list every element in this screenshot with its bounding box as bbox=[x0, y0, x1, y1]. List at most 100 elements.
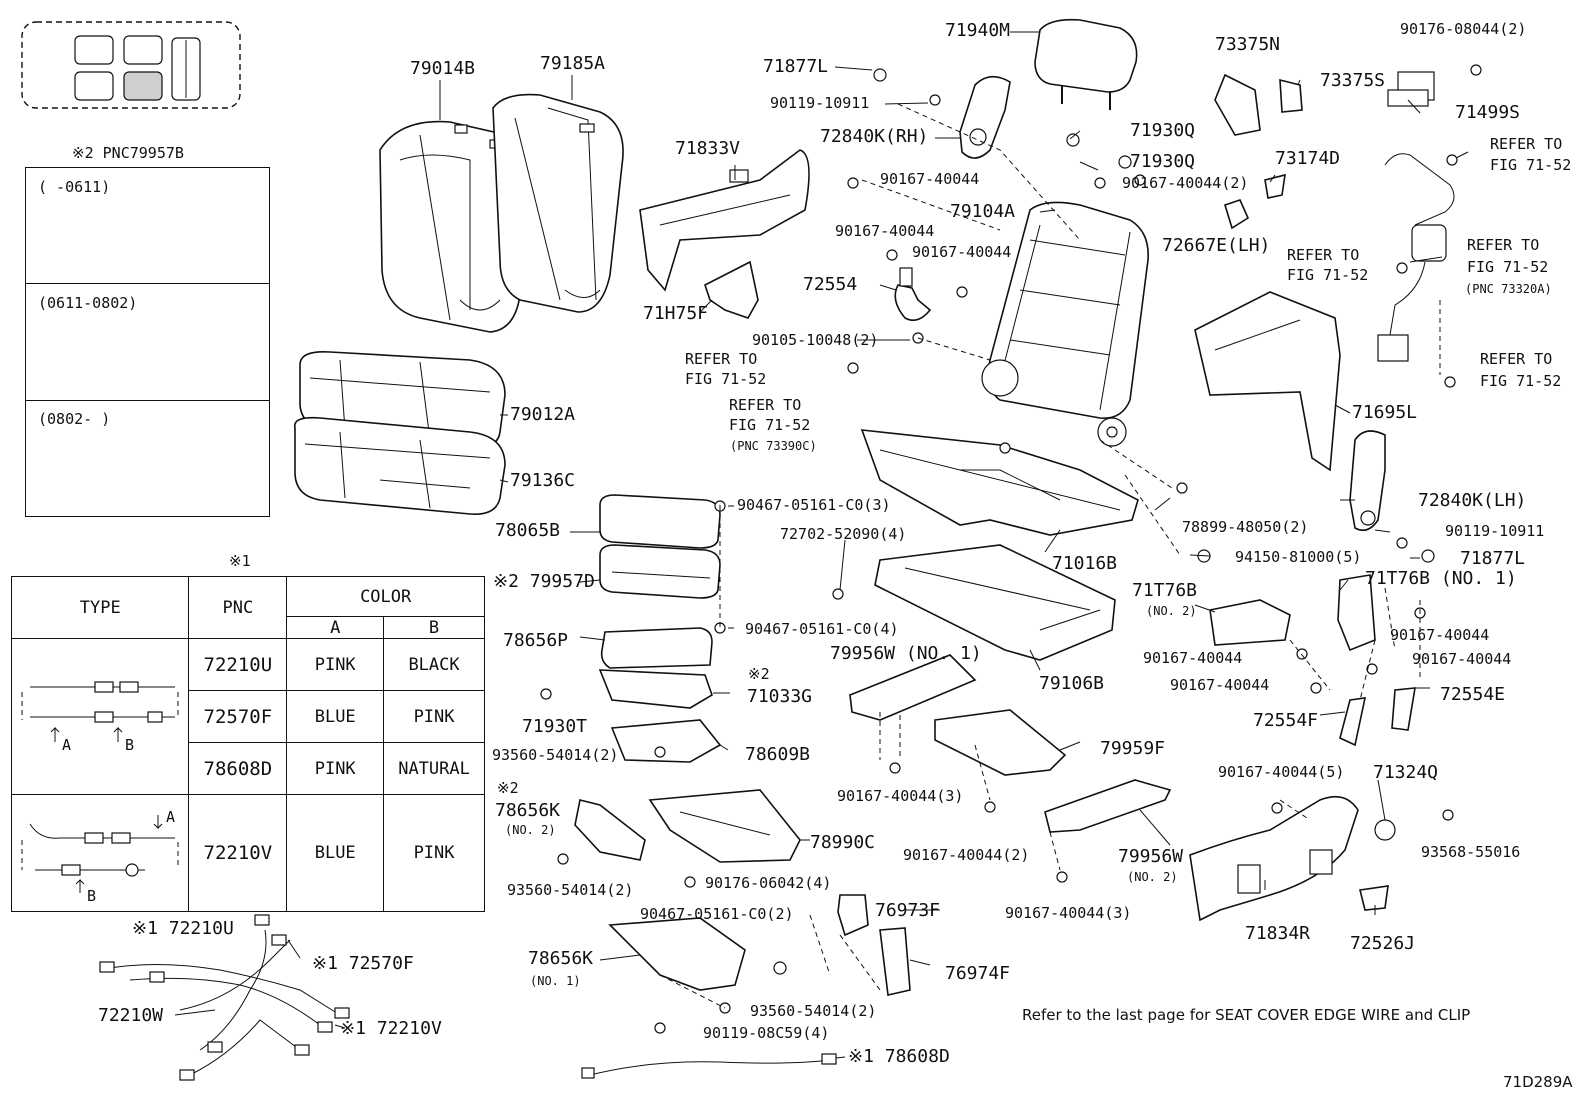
callout: 90176-08044(2) bbox=[1400, 20, 1527, 38]
armrest-72840K-LH bbox=[1349, 430, 1386, 531]
color-a-cell: PINK bbox=[286, 638, 385, 691]
seatback-cover-79185A bbox=[492, 93, 624, 313]
callout: REFER TO bbox=[685, 350, 758, 368]
table-marker: ※1 bbox=[229, 552, 251, 570]
inset-period: (0802- ) bbox=[38, 410, 111, 428]
type-cell-1 bbox=[10, 638, 190, 795]
callout: 90167-40044(3) bbox=[1005, 904, 1132, 922]
seatback-frame-79104A bbox=[981, 201, 1149, 447]
brackets-71T76B-72554 bbox=[1209, 574, 1416, 747]
callout: 78656P bbox=[503, 630, 569, 651]
callout: 71930Q bbox=[1130, 151, 1196, 172]
callout: REFER TO bbox=[729, 396, 802, 414]
color-table: TYPE PNC COLOR A B 72210U PINK BLACK 725… bbox=[10, 576, 485, 912]
arrow-a-label: A bbox=[166, 808, 176, 826]
callout: 79106B bbox=[1039, 673, 1105, 694]
callout: 79959F bbox=[1100, 738, 1166, 759]
bracket-71H75F bbox=[704, 260, 759, 319]
color-b-cell: PINK bbox=[383, 690, 485, 743]
callout: 71T76B (NO. 1) bbox=[1365, 568, 1517, 589]
callout: 72526J bbox=[1350, 933, 1416, 954]
callout: 78656K bbox=[528, 948, 594, 969]
callout: 90467-05161-C0(4) bbox=[745, 620, 899, 638]
callout: 90167-40044 bbox=[1170, 676, 1270, 694]
callout: 71930Q bbox=[1130, 120, 1196, 141]
callout: 73375S bbox=[1320, 70, 1386, 91]
callout: FIG 71-52 bbox=[1287, 266, 1369, 284]
recliner-cover-72554 bbox=[894, 267, 932, 321]
callout: 71T76B bbox=[1132, 580, 1198, 601]
callout: 90167-40044 bbox=[1143, 649, 1243, 667]
callout: 71834R bbox=[1245, 923, 1311, 944]
callout: 79014B bbox=[410, 58, 476, 79]
callout: ※2 bbox=[748, 665, 770, 683]
arrow-b-label: B bbox=[87, 887, 97, 905]
callout: ※2 79957D bbox=[493, 571, 595, 592]
callout: 72702-52090(4) bbox=[780, 525, 907, 543]
callout: 73174D bbox=[1275, 148, 1341, 169]
callout: 72667E(LH) bbox=[1162, 235, 1271, 256]
callout: 71324Q bbox=[1373, 762, 1439, 783]
callout: (NO. 2) bbox=[505, 823, 556, 837]
callout: 90167-40044 bbox=[912, 243, 1012, 261]
trays-79956W-79959F bbox=[849, 654, 1172, 833]
callout: 71877L bbox=[1460, 548, 1526, 569]
callout: REFER TO bbox=[1467, 236, 1540, 254]
callout: FIG 71-52 bbox=[685, 370, 767, 388]
callout: 71033G bbox=[747, 686, 813, 707]
callout: (PNC 73390C) bbox=[730, 439, 817, 453]
callout: 90167-40044(3) bbox=[837, 787, 964, 805]
callout: 71940M bbox=[945, 20, 1011, 41]
callout: FIG 71-52 bbox=[1480, 372, 1562, 390]
callout: 78609B bbox=[745, 744, 811, 765]
pnc-cell: 72210V bbox=[188, 794, 288, 912]
seat-track-71016B bbox=[860, 429, 1139, 536]
covers-78656K bbox=[574, 799, 746, 991]
callout: REFER TO bbox=[1287, 246, 1360, 264]
callout: 79956W (NO. 1) bbox=[830, 643, 982, 664]
callout: (NO. 1) bbox=[530, 974, 581, 988]
callout: ※1 72210V bbox=[340, 1018, 442, 1039]
callout: 90167-40044 bbox=[1390, 626, 1490, 644]
callout: 72840K(LH) bbox=[1418, 490, 1527, 511]
callout: 72554F bbox=[1253, 710, 1319, 731]
callout: 71833V bbox=[675, 138, 741, 159]
callout: 78990C bbox=[810, 832, 876, 853]
callout: 93560-54014(2) bbox=[492, 746, 619, 764]
callout: (PNC 73320A) bbox=[1465, 282, 1552, 296]
callout: 90119-10911 bbox=[770, 94, 870, 112]
callout: 72840K(RH) bbox=[820, 126, 929, 147]
callout: 90167-40044 bbox=[880, 170, 980, 188]
callout: 90119-10911 bbox=[1445, 522, 1545, 540]
color-b-cell: BLACK bbox=[383, 638, 485, 691]
callout: ※1 78608D bbox=[848, 1046, 950, 1067]
armrest-mechanism-parts bbox=[598, 669, 801, 863]
callout: 76973F bbox=[875, 900, 941, 921]
color-b-cell: PINK bbox=[383, 794, 485, 912]
seatback-board-71695L bbox=[1194, 291, 1341, 472]
callout: FIG 71-52 bbox=[1467, 258, 1549, 276]
callout: 79012A bbox=[510, 404, 576, 425]
callout: 72554 bbox=[803, 274, 858, 295]
fasteners bbox=[540, 64, 1482, 1034]
footnote: Refer to the last page for SEAT COVER ED… bbox=[1022, 1006, 1471, 1024]
callout: 90167-40044 bbox=[1412, 650, 1512, 668]
callout: 71H75F bbox=[643, 303, 709, 324]
color-a-cell: BLUE bbox=[286, 794, 385, 912]
callout: 71930T bbox=[522, 716, 588, 737]
armrest-72840K-RH bbox=[959, 75, 1011, 159]
callout: 93568-55016 bbox=[1421, 843, 1521, 861]
callout: 73375N bbox=[1215, 34, 1281, 55]
callout: 71499S bbox=[1455, 102, 1521, 123]
seat-layout-icon bbox=[21, 21, 241, 109]
callout: REFER TO bbox=[1490, 135, 1563, 153]
color-a-cell: PINK bbox=[286, 742, 385, 795]
callout: FIG 71-52 bbox=[1490, 156, 1572, 174]
seat-base-79106B bbox=[874, 544, 1116, 661]
color-b-cell: NATURAL bbox=[383, 742, 485, 795]
pnc-cell: 72210U bbox=[188, 638, 288, 691]
callout: 76974F bbox=[945, 963, 1011, 984]
inset-period: ( -0611) bbox=[38, 178, 111, 196]
header-color-b: B bbox=[383, 616, 485, 639]
